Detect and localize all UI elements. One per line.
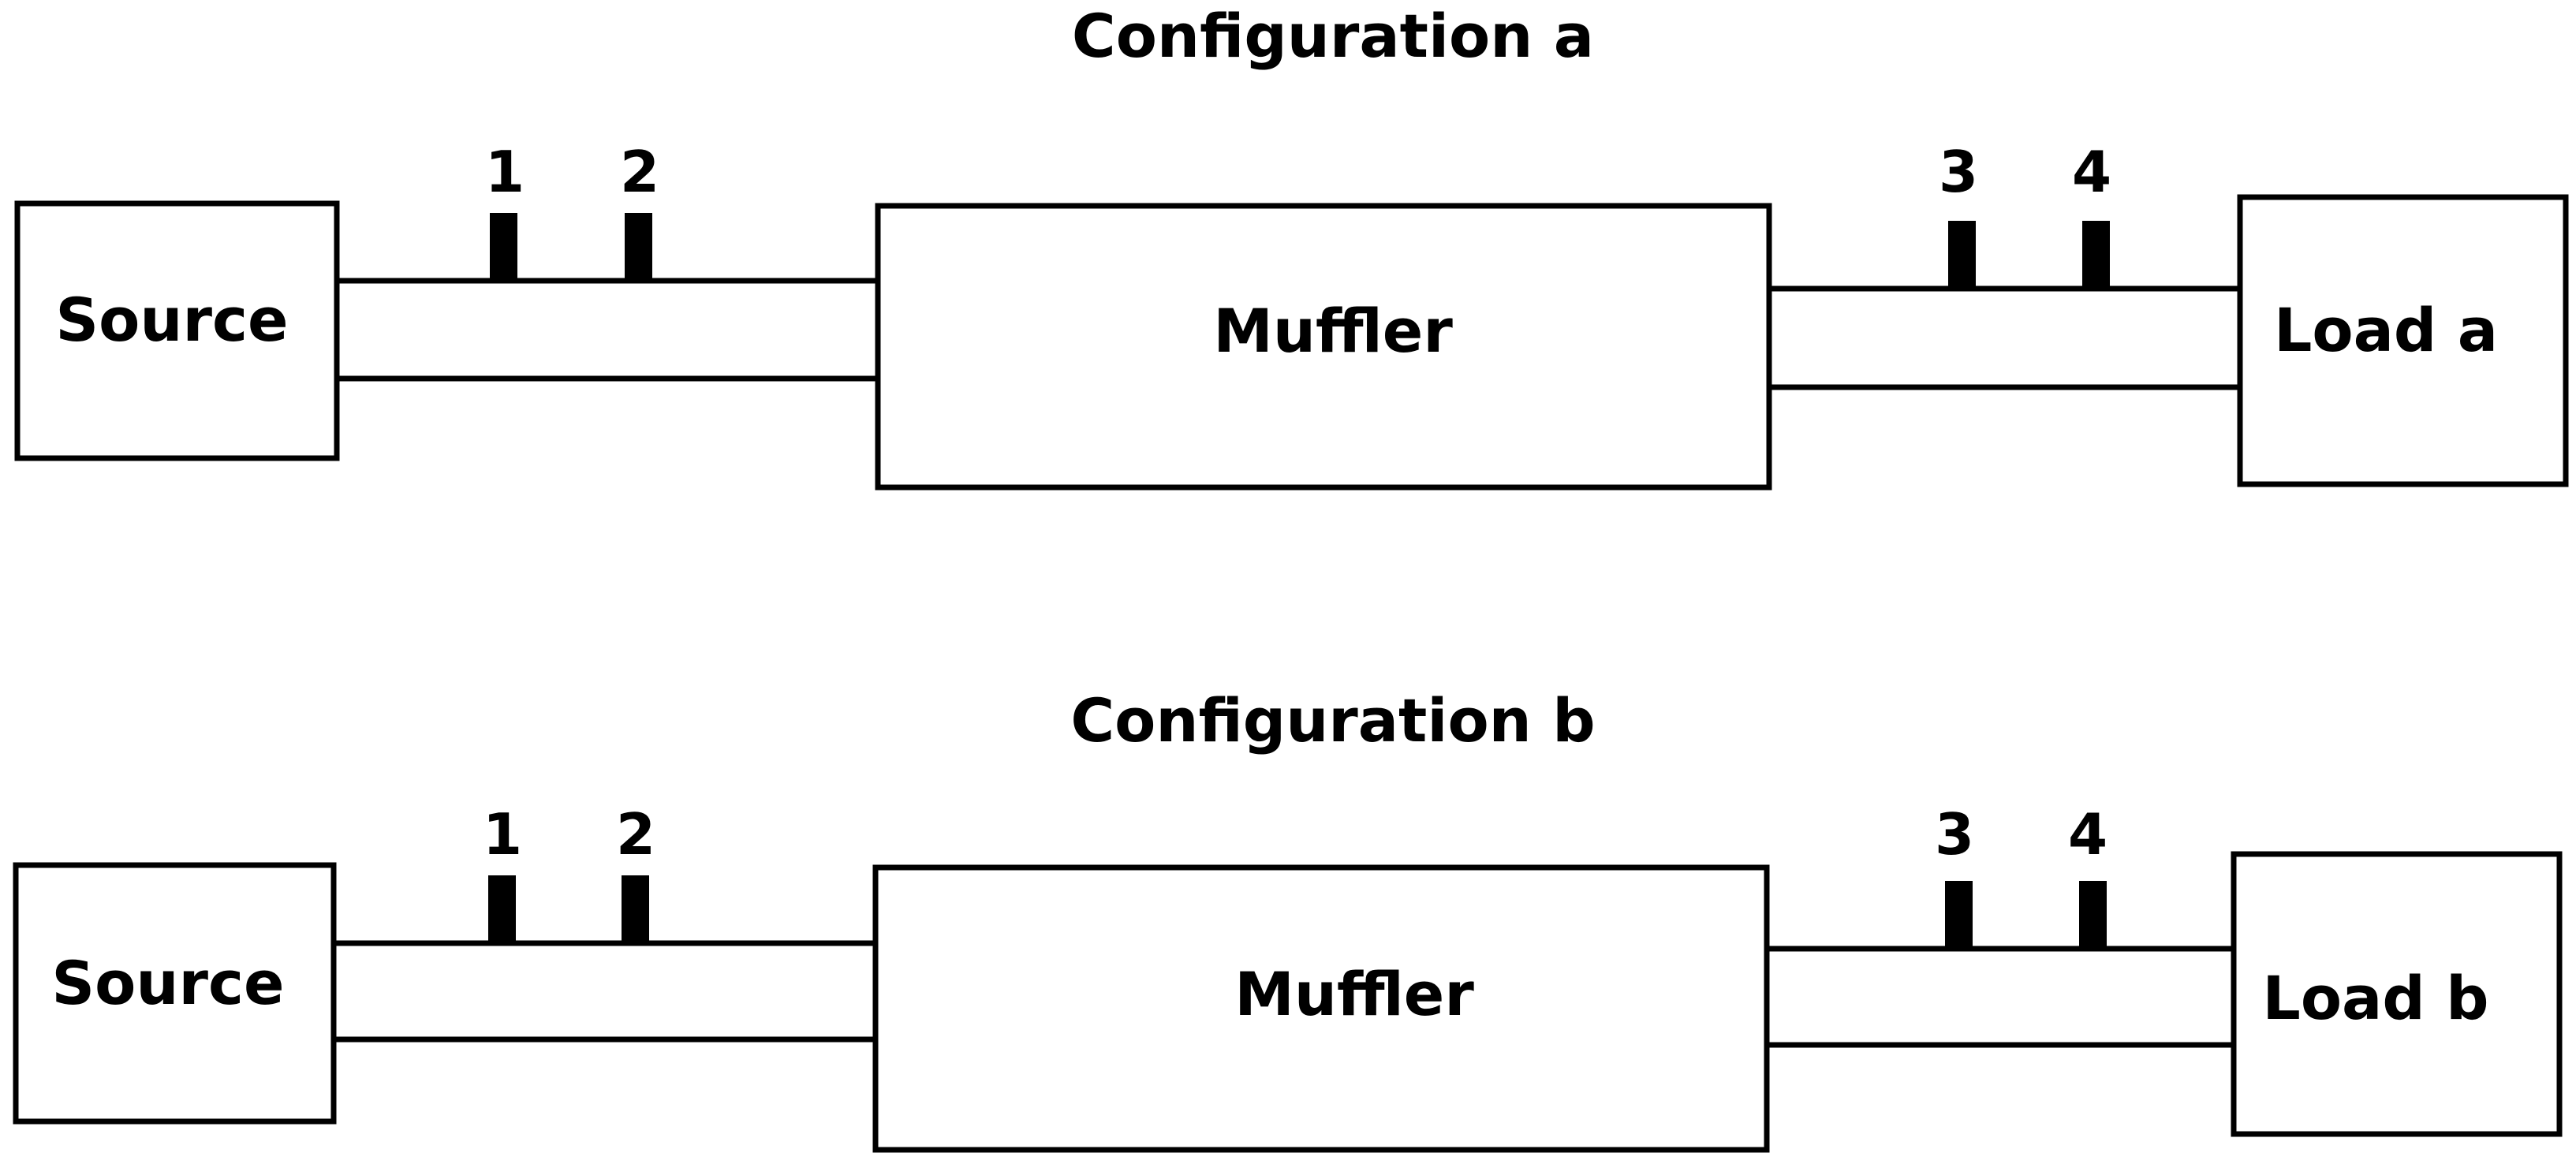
configuration-b-sensor-4: [2079, 881, 2107, 949]
configuration-a-source-box: [14, 200, 340, 461]
configuration-b: Configuration b Source 1 2 Muffler 3 4 L…: [13, 685, 2563, 1153]
configuration-a-sensor-3-label: 3: [1939, 139, 1978, 205]
configuration-b-sensor-3-label: 3: [1935, 801, 1974, 867]
configuration-b-sensor-2: [622, 875, 649, 943]
configuration-a-sensor-2-label: 2: [620, 139, 659, 205]
configuration-a-sensor-4-label: 4: [2072, 139, 2111, 205]
configuration-a-sensor-1: [490, 213, 517, 281]
configuration-b-sensor-2-label: 2: [616, 801, 655, 867]
configuration-b-muffler-box: [872, 864, 1770, 1153]
configuration-b-sensor-1: [488, 875, 516, 943]
configuration-b-sensor-4-label: 4: [2068, 801, 2107, 867]
configuration-a-source-label: Source: [55, 285, 288, 355]
configuration-a-sensor-3: [1948, 221, 1976, 289]
configuration-a-load-label: Load a: [2274, 295, 2498, 365]
configuration-b-source-box: [13, 862, 337, 1125]
configuration-b-sensor-3: [1945, 881, 1973, 949]
configuration-b-source-label: Source: [51, 948, 284, 1018]
configuration-b-title: Configuration b: [1070, 685, 1595, 755]
configuration-a-load-box: [2237, 194, 2569, 487]
configuration-a-sensor-2: [625, 213, 652, 281]
configuration-b-load-label: Load b: [2262, 963, 2488, 1033]
configuration-a-sensor-1-label: 1: [485, 139, 525, 205]
configuration-a-muffler-box: [875, 203, 1772, 491]
configuration-b-sensor-1-label: 1: [483, 801, 522, 867]
configuration-a-sensor-4: [2082, 221, 2110, 289]
configuration-a-muffler-label: Muffler: [1213, 296, 1453, 366]
configuration-b-muffler-label: Muffler: [1234, 959, 1474, 1029]
configuration-a: Configuration a Source 1 2 Muffler 3 4 L…: [14, 1, 2569, 491]
configuration-b-load-box: [2231, 851, 2563, 1137]
configuration-a-title: Configuration a: [1072, 1, 1594, 71]
